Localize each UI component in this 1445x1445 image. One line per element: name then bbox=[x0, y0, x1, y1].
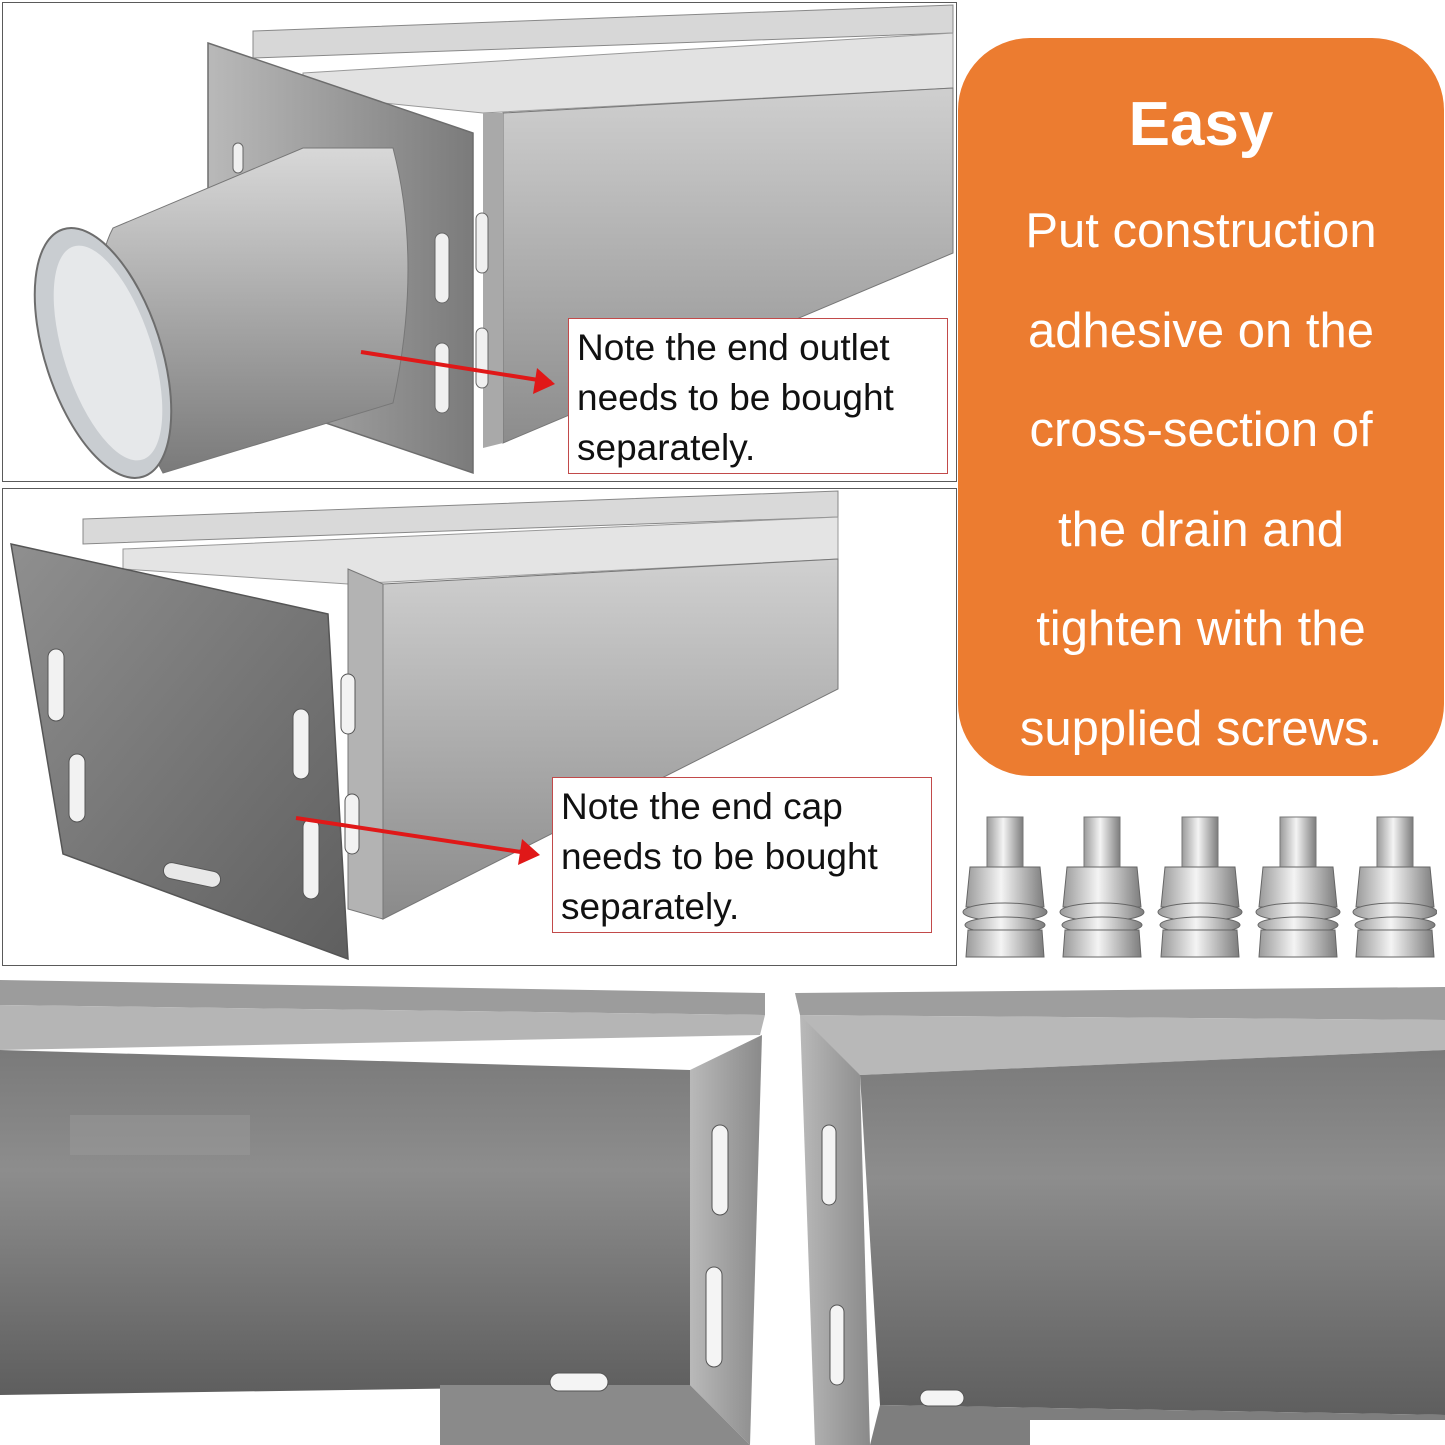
right-drain-closeup bbox=[795, 987, 1445, 1445]
bolt-nut-washer-icon bbox=[1255, 816, 1341, 958]
easy-heading: Easy bbox=[1128, 90, 1274, 159]
end-outlet-note: Note the end outlet needs to be bought s… bbox=[568, 318, 948, 474]
end-cap-photo-panel bbox=[2, 488, 957, 966]
bolt-nut-washer-icon bbox=[962, 816, 1048, 958]
end-cap-note: Note the end cap needs to be bought sepa… bbox=[552, 777, 932, 933]
drain-joint-closeup-photos bbox=[0, 980, 1445, 1445]
supplied-screws-row bbox=[962, 812, 1437, 962]
red-arrow-icon bbox=[360, 350, 555, 394]
bolt-nut-washer-icon bbox=[1059, 816, 1145, 958]
bolt-nut-washer-icon bbox=[1157, 816, 1243, 958]
red-arrow-icon bbox=[295, 816, 540, 865]
easy-install-info-box: Easy Put construction adhesive on the cr… bbox=[958, 38, 1444, 776]
bolt-nut-washer-icon bbox=[1352, 816, 1437, 958]
left-drain-closeup bbox=[0, 980, 765, 1445]
drain-with-end-cap-illustration bbox=[10, 490, 839, 961]
easy-instructions: Put construction adhesive on the cross-s… bbox=[1019, 204, 1383, 756]
